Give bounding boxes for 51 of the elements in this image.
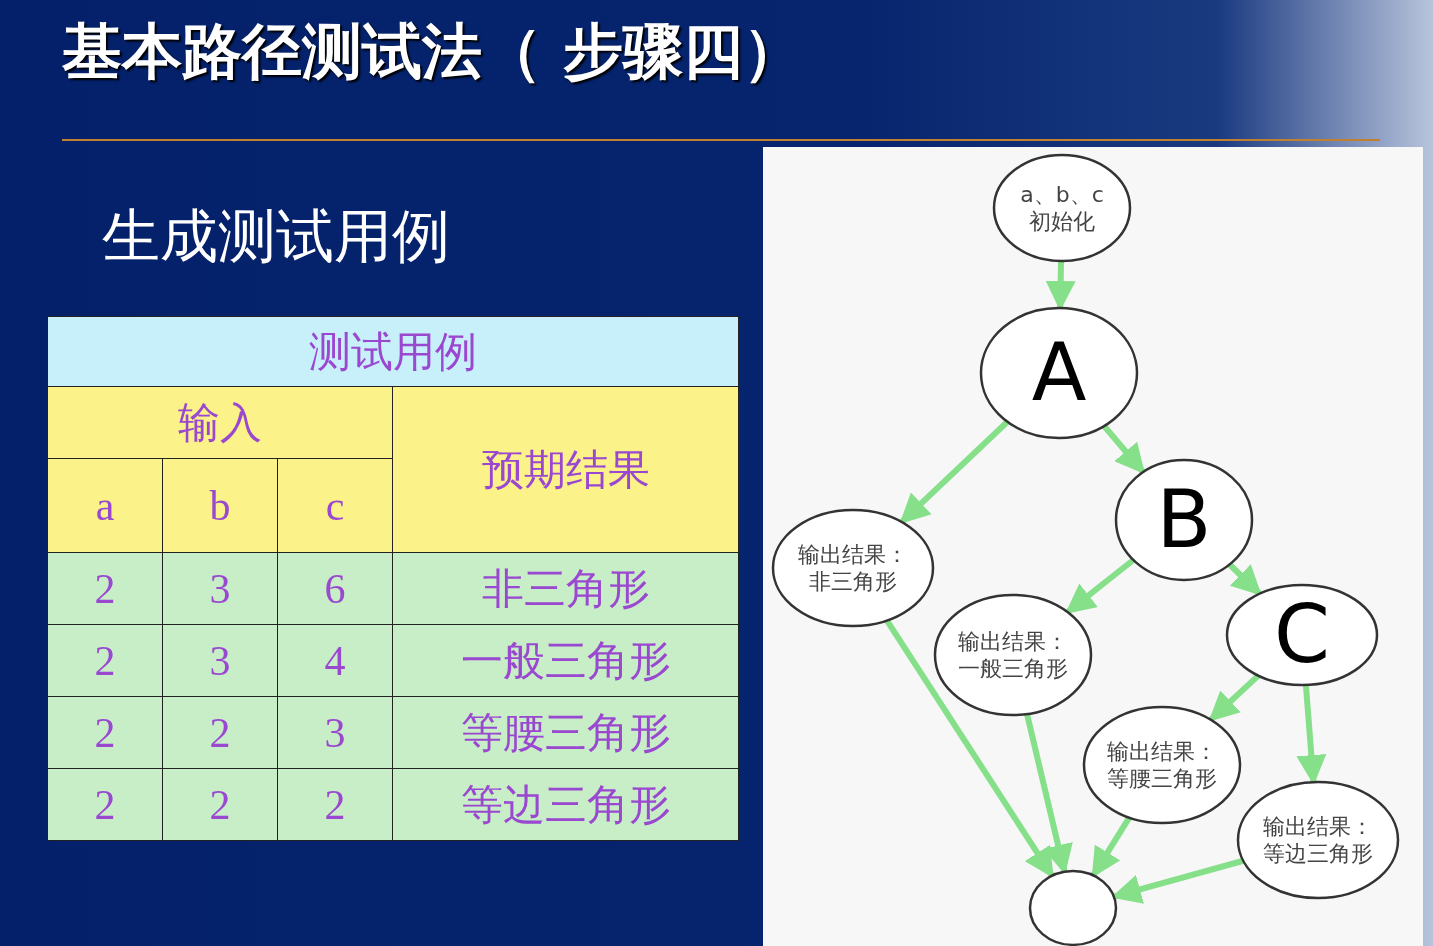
- node-ellipse: [1114, 458, 1254, 582]
- table-cell: 2: [162, 696, 278, 769]
- node-text: B: [1156, 472, 1212, 568]
- arrow: [899, 419, 1010, 525]
- node-text: 非三角形: [809, 568, 897, 596]
- table-cell: 2: [47, 624, 163, 697]
- node-text: 输出结果：: [958, 627, 1068, 655]
- node-text: a、b、c: [1020, 180, 1104, 208]
- table-cell: 2: [47, 552, 163, 625]
- node-ellipse: [1082, 705, 1242, 825]
- table-header-cell: a: [47, 458, 163, 553]
- arrow: [1101, 424, 1146, 475]
- table-cell: 非三角形: [392, 552, 739, 625]
- node-text: C: [1274, 587, 1330, 683]
- table-header-cell: b: [162, 458, 278, 553]
- table-cell: 2: [47, 696, 163, 769]
- table-cell: 3: [277, 696, 393, 769]
- table-cell: 4: [277, 624, 393, 697]
- subtitle: 生成测试用例: [102, 201, 450, 272]
- node-text: 输出结果：: [798, 540, 908, 568]
- node-text: 输出结果：: [1263, 812, 1373, 840]
- table-cell: 等腰三角形: [392, 696, 739, 769]
- arrow: [1065, 557, 1136, 615]
- node-ellipse: [1225, 583, 1379, 687]
- node-text: 初始化: [1029, 208, 1095, 236]
- node-ellipse: [771, 508, 935, 628]
- node-text: 输出结果：: [1107, 737, 1217, 765]
- node-text: A: [1031, 325, 1087, 421]
- table-cell: 6: [277, 552, 393, 625]
- node-text: 一般三角形: [958, 655, 1068, 683]
- table-cell: 3: [162, 552, 278, 625]
- table-cell: 3: [162, 624, 278, 697]
- table-header-cell: 测试用例: [47, 316, 739, 387]
- arrow: [1090, 816, 1132, 878]
- table-header-cell: 输入: [47, 386, 393, 459]
- table-cell: 等边三角形: [392, 768, 739, 841]
- title: 基本路径测试法（ 步骤四）: [62, 15, 803, 88]
- table-cell: 2: [277, 768, 393, 841]
- node-ellipse: [979, 306, 1139, 440]
- node-text: 等腰三角形: [1107, 765, 1217, 793]
- arrow: [1208, 673, 1261, 722]
- table-cell: 2: [162, 768, 278, 841]
- node-ellipse: [992, 153, 1132, 263]
- table-header-cell: c: [277, 458, 393, 553]
- table-cell: 2: [47, 768, 163, 841]
- node-text: 等边三角形: [1263, 840, 1373, 868]
- table-cell: 一般三角形: [392, 624, 739, 697]
- node-ellipse: [1236, 780, 1400, 900]
- node-ellipse: [933, 593, 1093, 717]
- table-header-cell: 预期结果: [392, 386, 739, 553]
- arrow: [1227, 562, 1262, 596]
